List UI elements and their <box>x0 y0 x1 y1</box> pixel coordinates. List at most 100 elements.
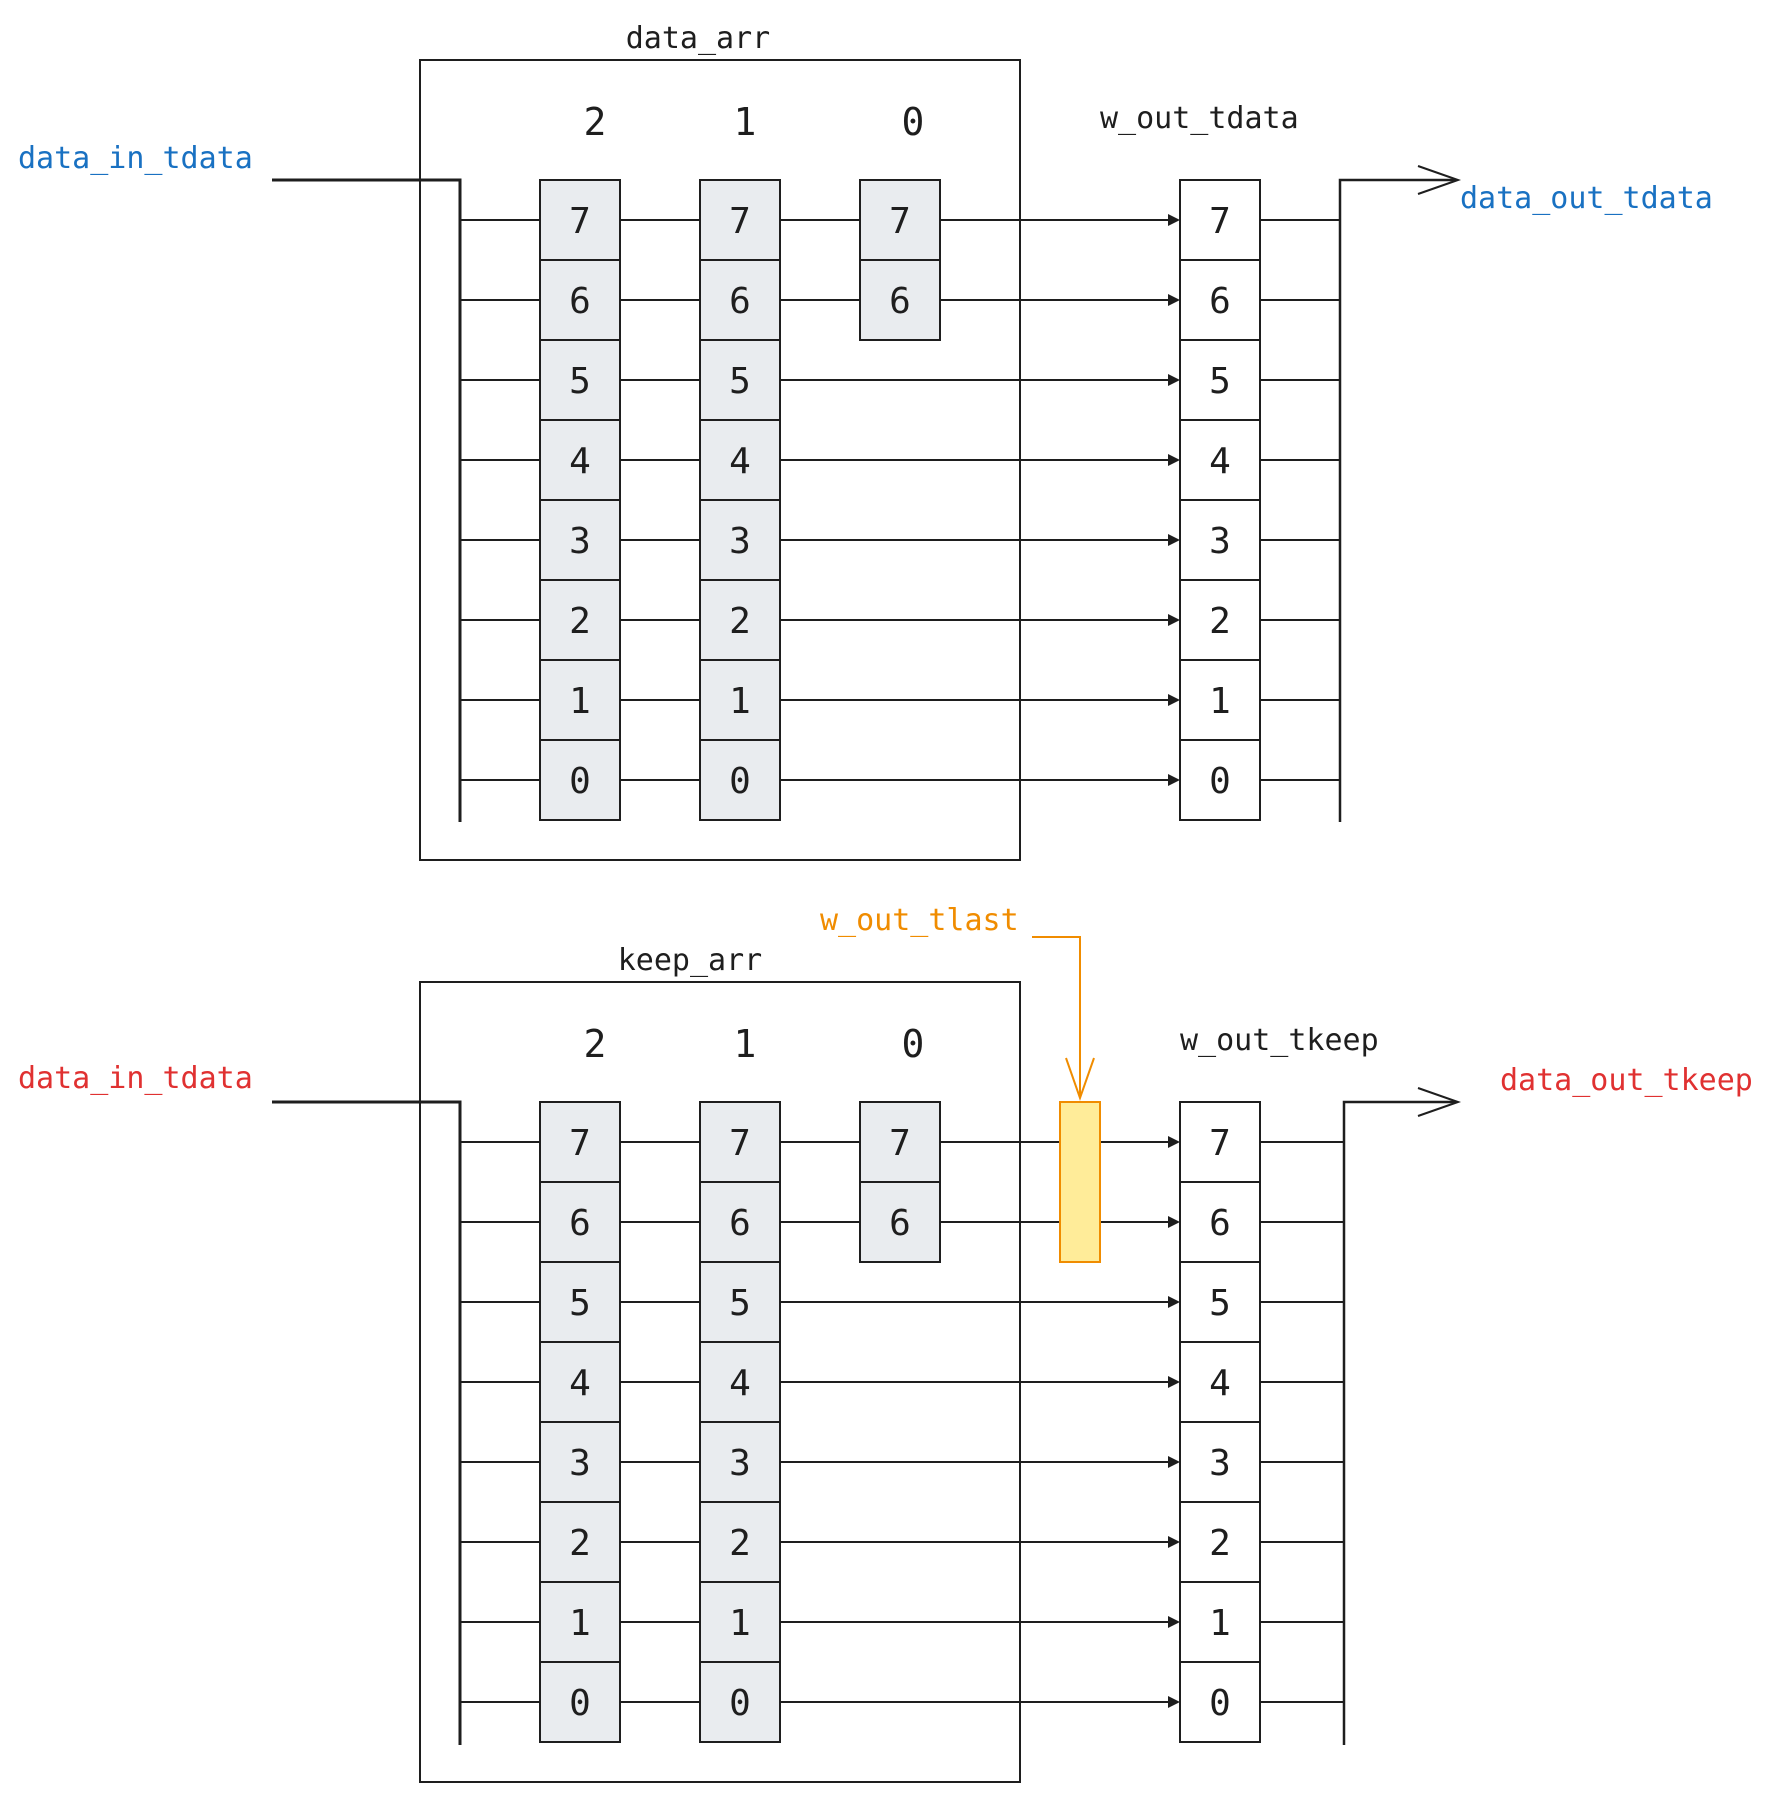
keep-cell <box>699 1261 781 1343</box>
data-out-cell-value: 6 <box>1209 281 1231 322</box>
data-cell-value: 6 <box>889 281 911 322</box>
data-block: data_arr 2 1 0 data_in_tdata w_out_tdata… <box>18 21 1713 861</box>
data-cell <box>699 339 781 421</box>
data-cell <box>699 499 781 581</box>
keep-out-cell <box>1179 1341 1261 1423</box>
keep-out-cell <box>1179 1421 1261 1503</box>
keep-cell-value: 7 <box>569 1123 591 1164</box>
data-out-tkeep-label: data_out_tkeep <box>1500 1063 1753 1098</box>
keep-cell <box>539 1581 621 1663</box>
keep-cell <box>859 1181 941 1263</box>
keep-cell-value: 7 <box>889 1123 911 1164</box>
data-out-cell-value: 1 <box>1209 681 1231 722</box>
data-out-cell <box>1179 179 1261 261</box>
data-arr-label: data_arr <box>626 21 771 56</box>
keep-cell <box>699 1661 781 1743</box>
data-cell <box>539 179 621 261</box>
data-cell-value: 4 <box>729 441 751 482</box>
keep-cell <box>699 1101 781 1183</box>
data-out-cell <box>1179 739 1261 821</box>
data-cell <box>699 579 781 661</box>
data-cell <box>859 179 941 261</box>
keep-output-bus <box>1342 1100 1455 1745</box>
w-out-tdata-label: w_out_tdata <box>1100 101 1299 136</box>
data-cell-value: 0 <box>569 761 591 802</box>
data-cell-value: 3 <box>569 521 591 562</box>
keep-cell-value: 1 <box>569 1603 591 1644</box>
keep-output-arrow-icon <box>1417 1087 1462 1117</box>
keep-cell <box>539 1181 621 1263</box>
keep-in-tdata-label: data_in_tdata <box>18 1061 253 1096</box>
data-wires-layer <box>460 214 1340 786</box>
keep-cell <box>699 1181 781 1263</box>
data-cell-value: 2 <box>729 601 751 642</box>
keep-cell-value: 0 <box>569 1683 591 1724</box>
data-out-cell <box>1179 659 1261 741</box>
keep-cell <box>539 1101 621 1183</box>
keep-cell-value: 6 <box>729 1203 751 1244</box>
data-col-index-0: 0 <box>902 100 925 144</box>
data-out-cell-value: 5 <box>1209 361 1231 402</box>
keep-cell-value: 4 <box>729 1363 751 1404</box>
data-cell-value: 2 <box>569 601 591 642</box>
data-output-bus <box>1338 178 1455 822</box>
keep-cell <box>699 1421 781 1503</box>
keep-out-cell-value: 4 <box>1209 1363 1231 1404</box>
keep-cell-value: 2 <box>569 1523 591 1564</box>
data-cell-value: 6 <box>569 281 591 322</box>
data-cell <box>539 659 621 741</box>
tlast-control-wire <box>1032 936 1081 1095</box>
data-col-index-1: 1 <box>734 100 757 144</box>
keep-out-cell <box>1179 1581 1261 1663</box>
keep-out-cell-value: 3 <box>1209 1443 1231 1484</box>
keep-cell <box>539 1501 621 1583</box>
keep-cell <box>699 1341 781 1423</box>
keep-col-index-1: 1 <box>734 1022 757 1066</box>
keep-cell <box>539 1421 621 1503</box>
keep-cell-value: 6 <box>569 1203 591 1244</box>
data-in-tdata-label: data_in_tdata <box>18 141 253 176</box>
data-cell-value: 5 <box>569 361 591 402</box>
data-out-cell-value: 2 <box>1209 601 1231 642</box>
data-out-cell-value: 0 <box>1209 761 1231 802</box>
data-cell-value: 7 <box>729 201 751 242</box>
keep-out-cell-value: 5 <box>1209 1283 1231 1324</box>
data-cell-value: 6 <box>729 281 751 322</box>
w-out-tlast-label: w_out_tlast <box>820 903 1019 938</box>
data-cell-value: 0 <box>729 761 751 802</box>
keep-block: keep_arr 2 1 0 data_in_tdata w_out_tkeep… <box>18 903 1753 1783</box>
keep-out-cell <box>1179 1261 1261 1343</box>
keep-cell-value: 5 <box>729 1283 751 1324</box>
keep-out-cell-value: 2 <box>1209 1523 1231 1564</box>
keep-out-cell-value: 6 <box>1209 1203 1231 1244</box>
keep-out-cell-value: 7 <box>1209 1123 1231 1164</box>
data-out-cell-value: 7 <box>1209 201 1231 242</box>
data-out-cell-value: 4 <box>1209 441 1231 482</box>
data-out-cell <box>1179 339 1261 421</box>
keep-cell-value: 1 <box>729 1603 751 1644</box>
keep-input-bus <box>272 1100 462 1745</box>
keep-cell-value: 3 <box>729 1443 751 1484</box>
keep-cell <box>539 1661 621 1743</box>
data-cell <box>539 579 621 661</box>
keep-out-cell <box>1179 1661 1261 1743</box>
data-cell-value: 1 <box>569 681 591 722</box>
data-cell <box>539 739 621 821</box>
data-cell <box>539 339 621 421</box>
data-cell <box>699 739 781 821</box>
data-cell-value: 4 <box>569 441 591 482</box>
keep-cell-value: 4 <box>569 1363 591 1404</box>
keep-col-index-2: 2 <box>584 1022 607 1066</box>
keep-cell <box>539 1341 621 1423</box>
keep-wires-layer <box>460 1136 1344 1708</box>
w-out-tkeep-label: w_out_tkeep <box>1180 1023 1379 1058</box>
keep-cell-value: 5 <box>569 1283 591 1324</box>
data-out-cell-value: 3 <box>1209 521 1231 562</box>
keep-cell-value: 2 <box>729 1523 751 1564</box>
keep-out-cell-value: 0 <box>1209 1683 1231 1724</box>
keep-cell-value: 3 <box>569 1443 591 1484</box>
keep-cell-value: 6 <box>889 1203 911 1244</box>
data-out-cell <box>1179 259 1261 341</box>
